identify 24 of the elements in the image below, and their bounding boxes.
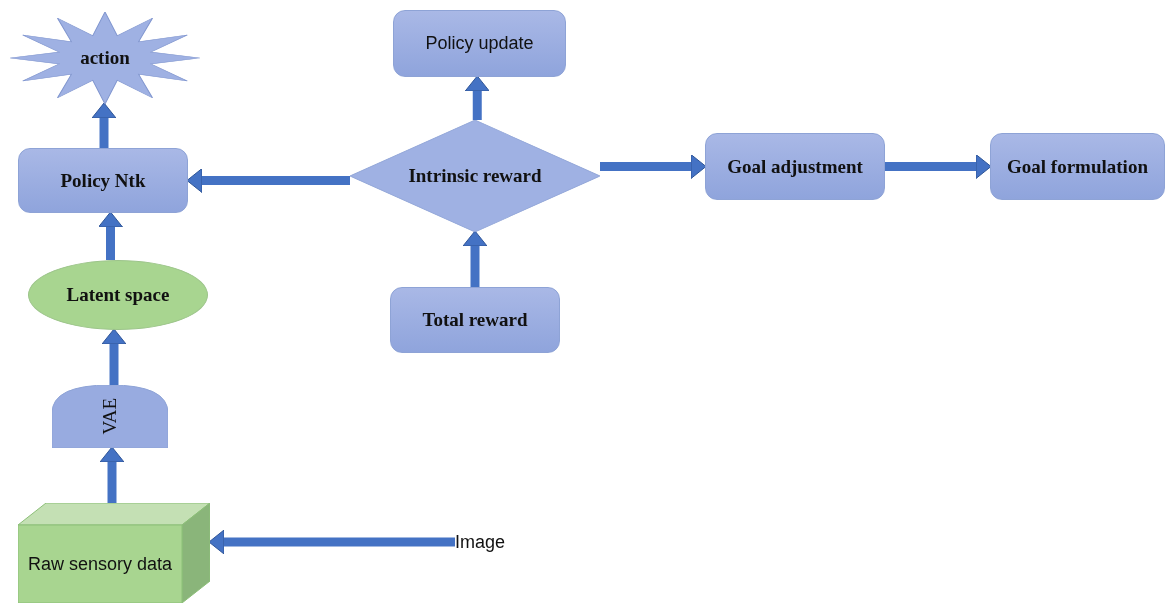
diamond-label: Intrinsic reward <box>408 164 542 188</box>
arrow <box>98 211 123 260</box>
box-label: Goal adjustment <box>727 154 863 179</box>
arrow <box>462 230 488 287</box>
arrow <box>600 154 707 179</box>
arrow <box>885 154 992 179</box>
arrow <box>186 168 350 193</box>
starburst-label: action <box>80 46 130 70</box>
cube-label: Raw sensory data <box>27 552 173 576</box>
arrow <box>464 75 490 120</box>
process-box <box>393 10 566 77</box>
box-label: Policy update <box>425 32 534 55</box>
arrow <box>101 328 127 385</box>
process-box <box>990 133 1165 200</box>
process-box <box>705 133 885 200</box>
box-label: Goal formulation <box>1007 154 1148 179</box>
box-label: Total reward <box>422 308 528 332</box>
process-box <box>390 287 560 353</box>
dome-label: VAE <box>97 398 121 435</box>
process-box <box>18 148 188 213</box>
box-label: Policy Ntk <box>60 168 146 193</box>
input-label: Image <box>455 530 506 554</box>
arrow <box>91 102 117 148</box>
ellipse-label: Latent space <box>66 283 170 307</box>
